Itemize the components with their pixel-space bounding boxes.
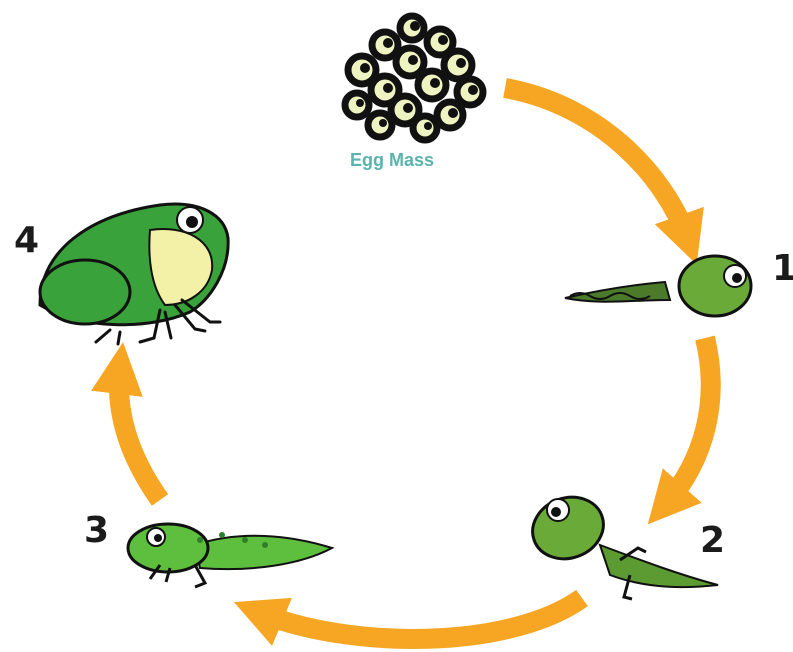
cycle-arrow-icon (505, 88, 688, 240)
adult-frog-icon (40, 204, 228, 344)
tadpole-icon (565, 256, 751, 316)
stage-number-2: 2 (700, 520, 725, 561)
cycle-arrow-icon (665, 338, 711, 505)
stage-number-3: 3 (84, 510, 109, 551)
egg-mass-icon (345, 16, 483, 140)
stage-number-4: 4 (14, 220, 39, 261)
cycle-arrow-icon (258, 598, 582, 639)
egg-mass-caption: Egg Mass (350, 150, 434, 171)
tadpole-with-legs-icon (524, 487, 718, 599)
cycle-arrow-icon (119, 368, 160, 500)
stage-number-1: 1 (772, 248, 793, 289)
froglet-icon (128, 524, 332, 587)
